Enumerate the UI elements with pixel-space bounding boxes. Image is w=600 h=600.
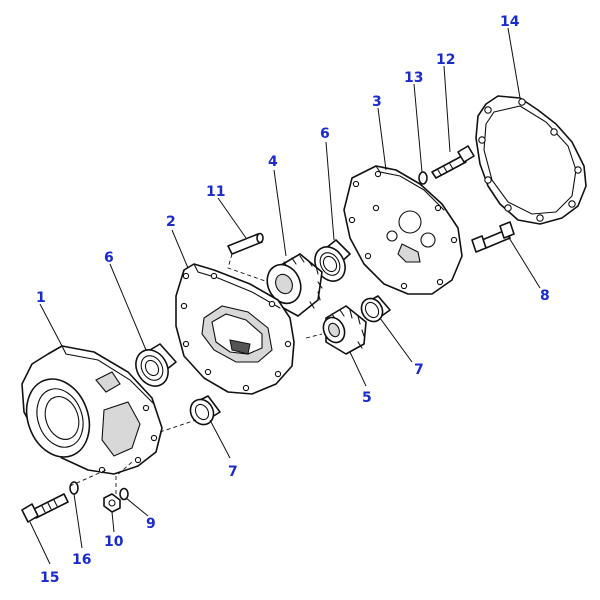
washer-part-9 [119,487,129,501]
callout-13: 13 [404,70,423,86]
cover-part-3 [343,165,463,295]
assembly-lines [69,253,323,494]
callout-5: 5 [362,390,372,406]
callout-6-lower: 6 [104,250,114,266]
callout-11: 11 [206,184,225,200]
washer-part-16 [69,481,79,495]
callout-10: 10 [104,534,124,550]
plate-part-2 [175,263,295,395]
callout-6-upper: 6 [320,126,330,142]
bolt-part-15 [21,493,69,523]
callout-16: 16 [72,552,91,568]
callout-8: 8 [540,288,550,304]
callout-15: 15 [40,570,59,586]
leader-lines [29,27,541,565]
callout-2: 2 [166,214,176,230]
callout-7-lower: 7 [228,464,238,480]
bolt-part-8 [471,221,515,253]
gear-part-4 [266,253,323,317]
bolt-part-12 [431,145,475,179]
callout-9: 9 [146,516,156,532]
bearing-part-6-lower [135,343,177,387]
needle-bearing-part-7-lower [189,395,221,426]
callout-4: 4 [268,154,278,170]
callout-12: 12 [436,52,455,68]
callout-1: 1 [36,290,46,306]
callout-3: 3 [372,94,382,110]
gasket-part-14 [475,95,587,225]
needle-bearing-part-7-upper [360,295,391,323]
callout-7-upper: 7 [414,362,424,378]
washer-part-13 [418,171,428,185]
gear-part-5 [322,305,367,355]
nut-part-10 [103,493,121,513]
pin-part-11 [227,232,264,255]
callout-14: 14 [500,14,520,30]
housing-part-1 [21,345,163,475]
